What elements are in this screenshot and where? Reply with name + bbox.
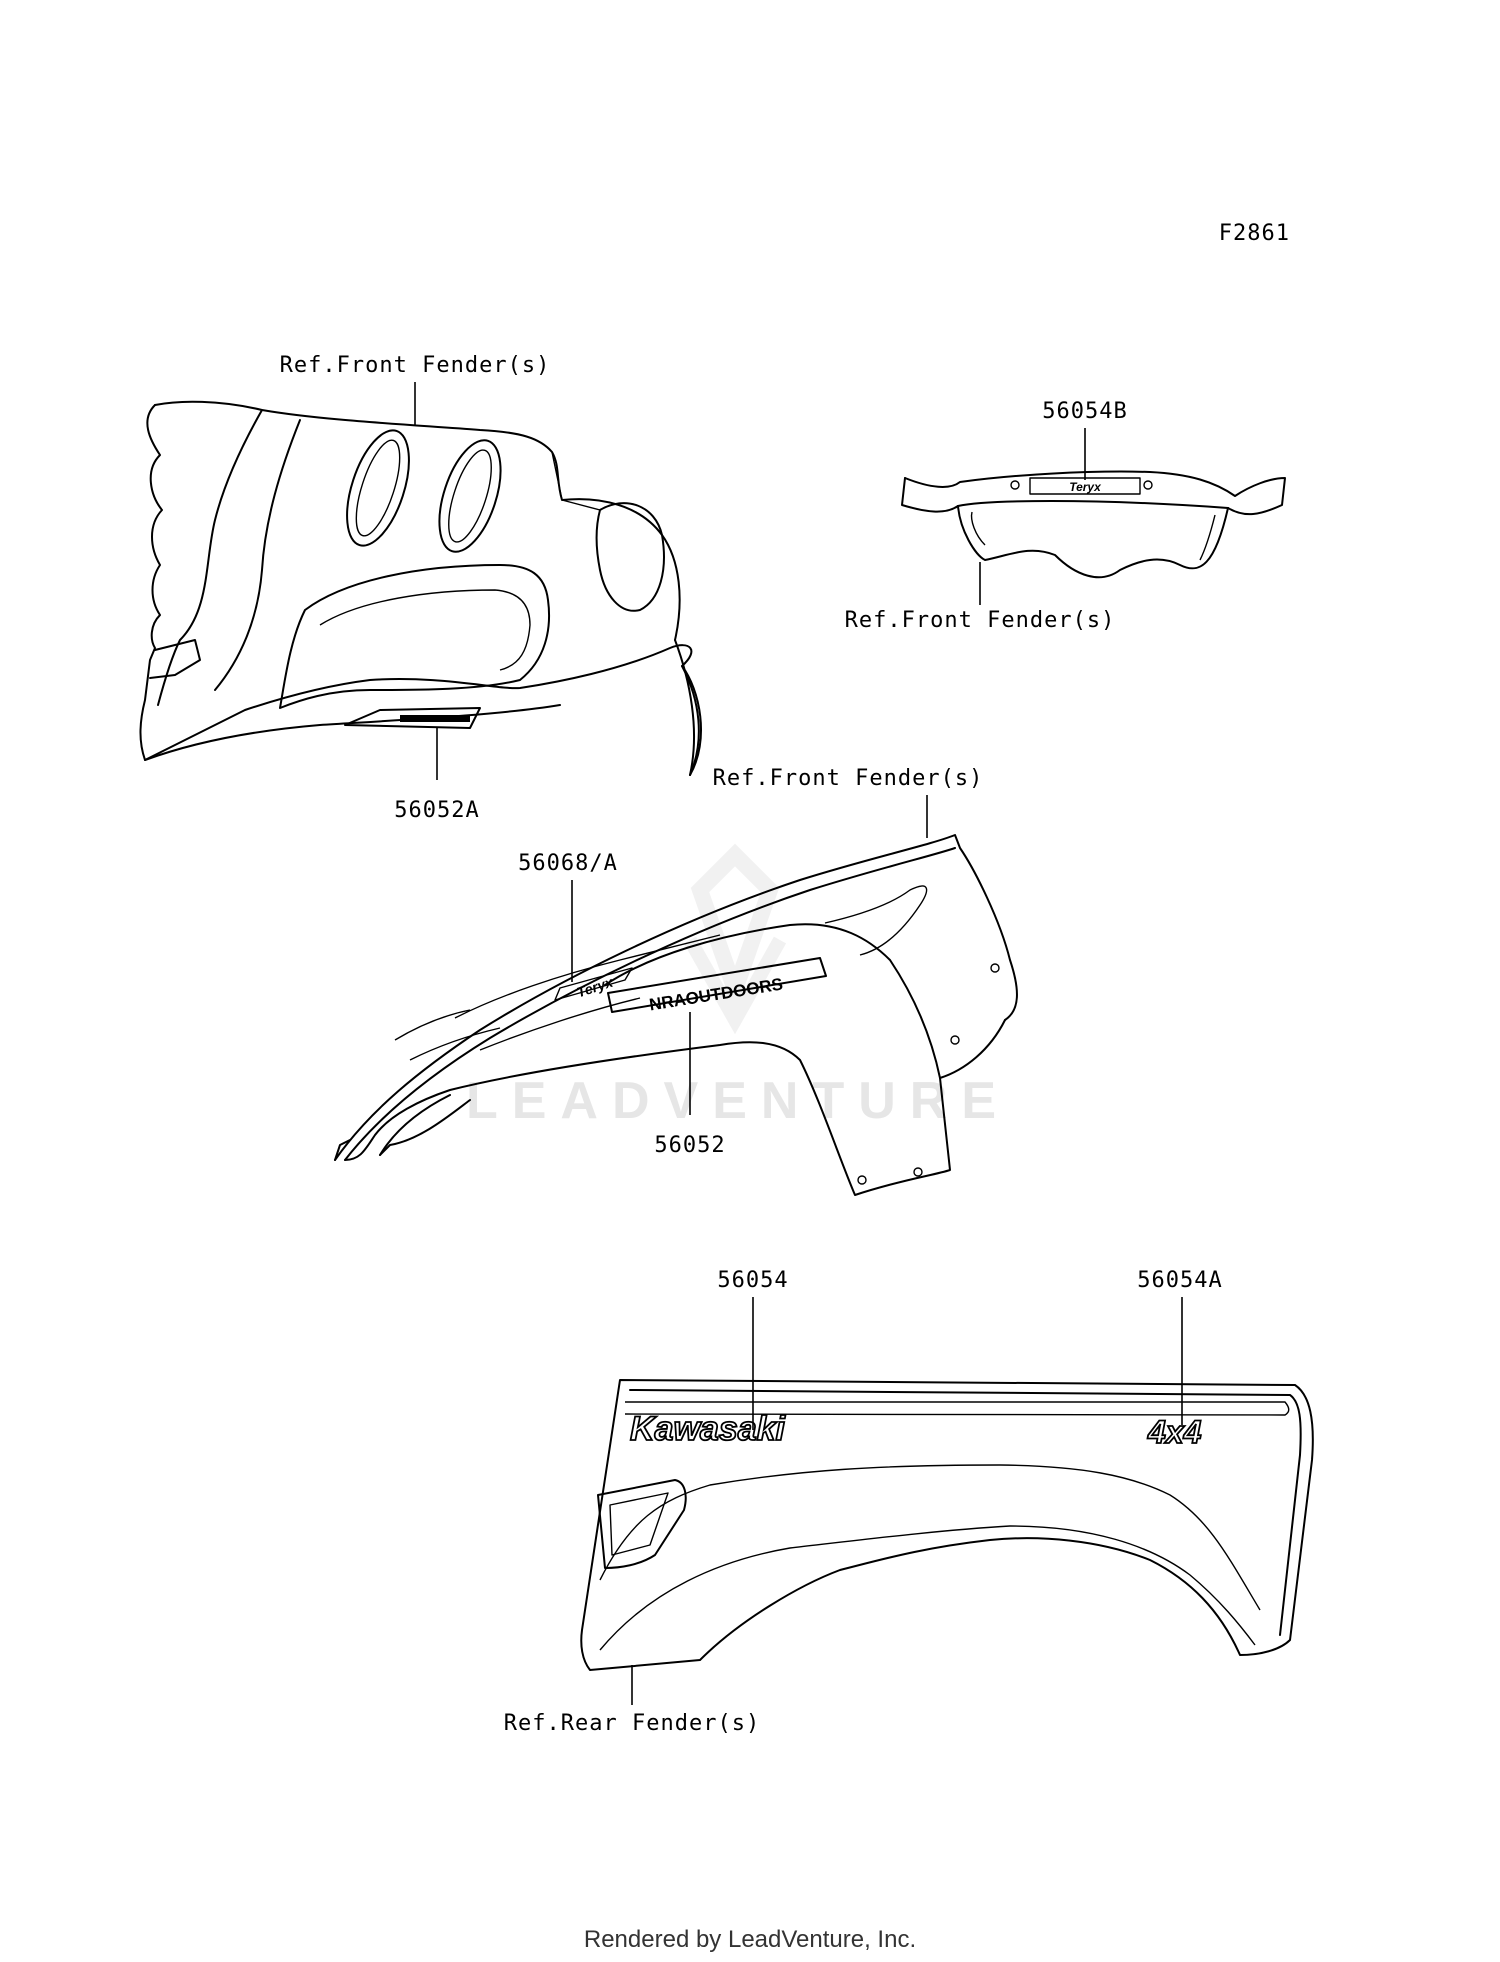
decal-56054B-icon: Teryx — [1069, 480, 1102, 494]
part-number-56052: 56052 — [654, 1133, 725, 1158]
decal-56052-icon — [607, 957, 827, 1013]
part-number-56052A: 56052A — [394, 798, 479, 823]
part-number-56054: 56054 — [717, 1268, 788, 1293]
part-number-56068A: 56068/A — [518, 851, 618, 876]
front-fender-top-view: Teryx — [901, 470, 1286, 579]
decal-56068A-icon — [554, 967, 633, 1001]
rear-fender-side-view: Kawasaki 4x4 — [580, 1379, 1314, 1671]
footer-credit: Rendered by LeadVenture, Inc. — [584, 1926, 916, 1953]
part-number-56054B: 56054B — [1042, 399, 1127, 424]
front-fender-left-view — [139, 400, 702, 776]
decal-56054A-text: 4x4 — [1147, 1414, 1202, 1450]
watermark: LEADVENTURE — [466, 843, 1010, 1130]
label-ref-front-fender-2: Ref.Front Fender(s) — [845, 608, 1116, 633]
label-ref-front-fender-1: Ref.Front Fender(s) — [280, 353, 551, 378]
label-ref-rear-fender: Ref.Rear Fender(s) — [504, 1711, 760, 1736]
part-number-56054A: 56054A — [1137, 1268, 1222, 1293]
watermark-text: LEADVENTURE — [466, 1072, 1010, 1130]
label-ref-front-fender-3: Ref.Front Fender(s) — [713, 766, 984, 791]
figure-code: F2861 — [1219, 221, 1290, 246]
decal-56054-text: Kawasaki — [630, 1410, 787, 1448]
